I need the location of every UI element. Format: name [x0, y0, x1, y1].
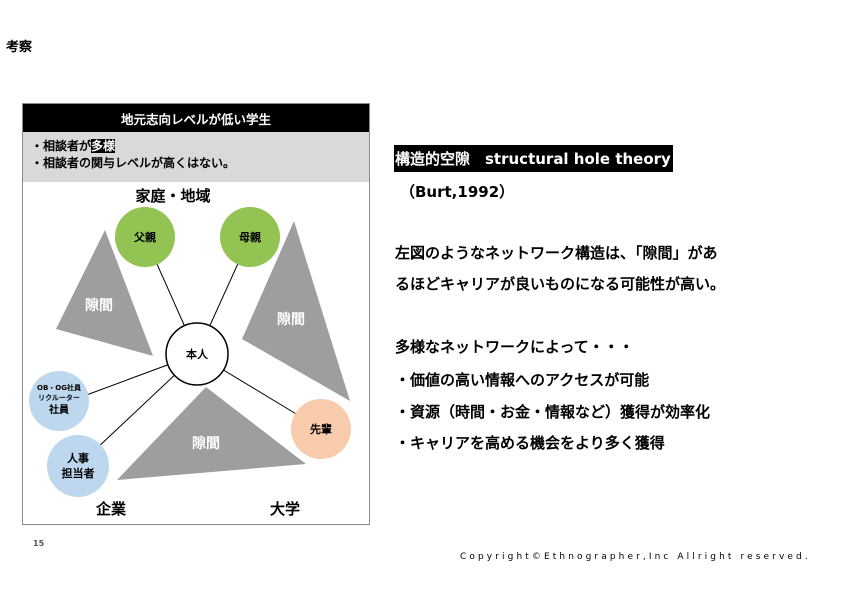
panel-bullet-2: ・相談者の関与レベルが高くはない。: [31, 156, 236, 170]
theory-heading: 構造的空隙 structural hole theory: [394, 145, 673, 172]
copyright-notice: Copyright©Ethnographer,Inc Allright rese…: [460, 552, 811, 562]
benefit-bullet-3: ・キャリアを高める機会をより多く獲得: [395, 434, 665, 452]
node-hr: [47, 435, 109, 497]
region-label-family: 家庭・地域: [135, 187, 210, 205]
node-recruiter: [29, 371, 89, 431]
node-mother: [220, 207, 280, 267]
gap-label-bottom: 隙間: [192, 435, 220, 452]
gap-triangle-left: [56, 230, 153, 356]
bullet-1-text: ・相談者が: [31, 139, 92, 153]
node-self: [165, 322, 229, 386]
benefit-bullet-2: ・資源（時間・お金・情報など）獲得が効率化: [395, 403, 711, 421]
paragraph-2-line-1: 多様なネットワークによって・・・: [395, 338, 634, 356]
node-hr-label-2: 担当者: [62, 466, 95, 480]
page-title: 考察: [6, 40, 33, 55]
gap-triangle-bottom: [117, 387, 306, 480]
node-mother-label: 母親: [239, 230, 261, 244]
network-diagram: 家庭・地域 企業 大学 隙間 隙間 隙間 父親 母親 本人 OB・OG社員 リク…: [29, 187, 351, 518]
node-self-label: 本人: [186, 347, 209, 361]
panel-bullets: ・相談者が多様 ・相談者の関与レベルが高くはない。: [23, 132, 369, 182]
paragraph-1-line-1: 左図のようなネットワーク構造は、「隙間」があ: [395, 244, 718, 262]
page-number: 15: [33, 539, 45, 548]
gap-label-right: 隙間: [277, 311, 305, 328]
node-father: [115, 207, 175, 267]
node-recruiter-label-2: リクルーター: [38, 393, 80, 402]
gap-label-left: 隙間: [85, 297, 113, 314]
region-label-company: 企業: [95, 500, 127, 518]
citation: （Burt,1992）: [400, 183, 515, 201]
bullet-1-highlight: 多様: [91, 139, 116, 153]
region-label-university: 大学: [270, 500, 300, 518]
panel-header: 地元志向レベルが低い学生: [23, 104, 369, 132]
panel-bullet-1: ・相談者が多様: [31, 138, 369, 155]
node-senpai: [291, 399, 351, 459]
node-father-label: 父親: [133, 230, 156, 244]
node-senpai-label: 先輩: [310, 422, 332, 436]
node-hr-label-1: 人事: [67, 451, 89, 465]
node-recruiter-label-3: 社員: [48, 403, 69, 416]
paragraph-1-line-2: るほどキャリアが良いものになる可能性が高い。: [395, 275, 726, 293]
benefit-bullet-1: ・価値の高い情報へのアクセスが可能: [395, 371, 650, 389]
gap-triangle-right: [242, 221, 350, 401]
network-diagram-panel: 地元志向レベルが低い学生 ・相談者が多様 ・相談者の関与レベルが高くはない。 家…: [22, 103, 370, 525]
node-recruiter-label-1: OB・OG社員: [37, 383, 82, 392]
